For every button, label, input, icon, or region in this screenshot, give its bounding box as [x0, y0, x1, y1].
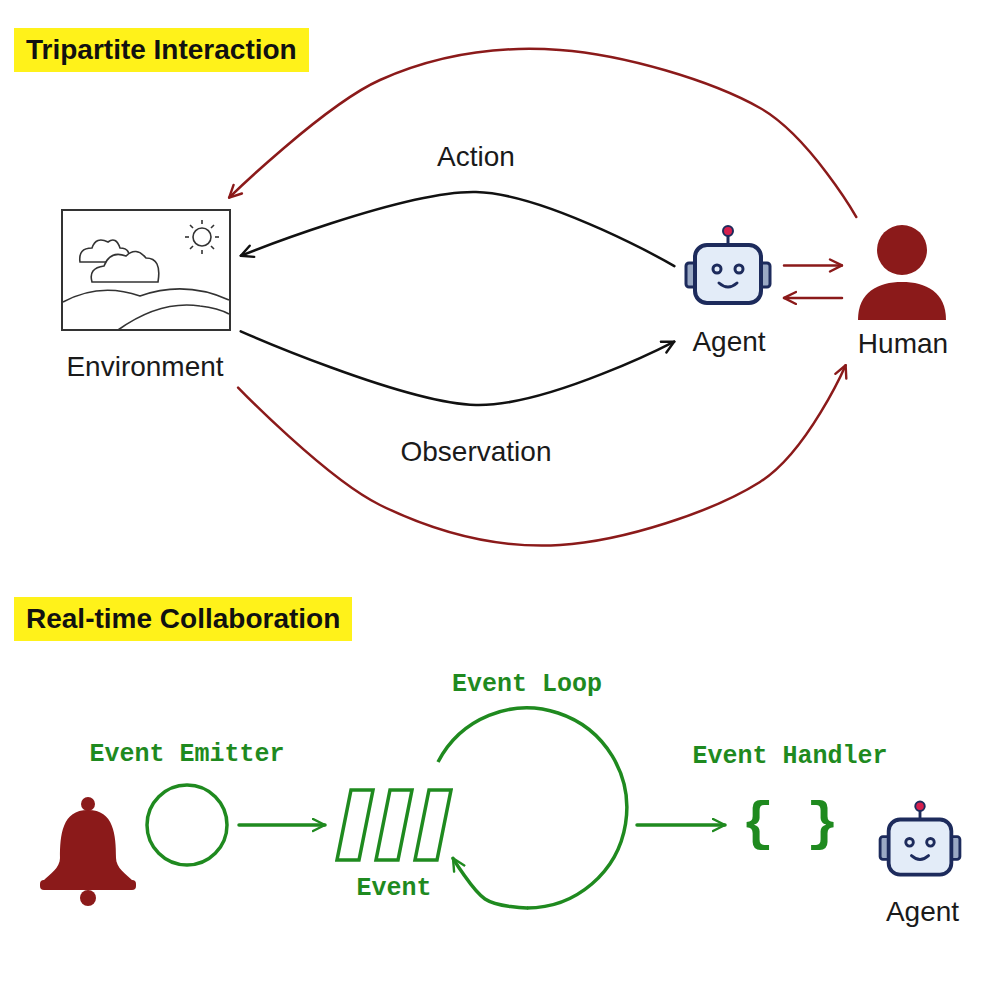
connector-arrow: [241, 192, 675, 266]
node-label: Event Emitter: [89, 741, 284, 770]
connector-arrow: [241, 331, 675, 405]
node-label: Environment: [66, 351, 223, 383]
connector-arrow: [784, 264, 842, 267]
heading-text: Real-time Collaboration: [26, 603, 340, 635]
event-handler: Event Handler{ }: [735, 785, 845, 865]
event-queue: Event: [335, 788, 453, 862]
connector-arrow: [784, 297, 842, 300]
connector-arrow: [453, 858, 527, 908]
node-label: Human: [858, 328, 948, 360]
node-label: Event Handler: [692, 743, 887, 772]
connector-arrow: [239, 823, 325, 827]
agent-node: Agent: [875, 800, 970, 930]
connector-arrow: [637, 823, 725, 827]
environment-node: Environment: [55, 200, 235, 385]
heading-text: Tripartite Interaction: [26, 34, 297, 66]
event-loop-circle: [438, 708, 627, 908]
brace-symbol: { }: [741, 794, 838, 856]
bell-icon: [40, 797, 136, 906]
emitter-circle: [145, 783, 229, 867]
human-node: Human: [848, 220, 958, 362]
connector-arrow: [238, 365, 846, 545]
node-label: Event: [356, 875, 431, 904]
environment-picture: [62, 210, 230, 330]
connector-arrow: [229, 49, 856, 217]
agent-node: Agent: [680, 225, 778, 360]
robot-icon: [880, 801, 960, 874]
event-loop: Event Loop: [427, 708, 627, 908]
section-heading: Tripartite Interaction: [14, 28, 309, 72]
edge-label: Action: [433, 141, 519, 173]
node-label: Agent: [886, 896, 959, 928]
node-label: Agent: [692, 326, 765, 358]
node-label: Event Loop: [452, 671, 602, 700]
robot-icon: [686, 226, 770, 303]
section-heading: Real-time Collaboration: [14, 597, 352, 641]
edge-label: Observation: [397, 436, 556, 468]
event-emitter: Event Emitter: [145, 783, 229, 867]
human-icon: [858, 225, 946, 320]
queue-bars: [335, 788, 453, 862]
